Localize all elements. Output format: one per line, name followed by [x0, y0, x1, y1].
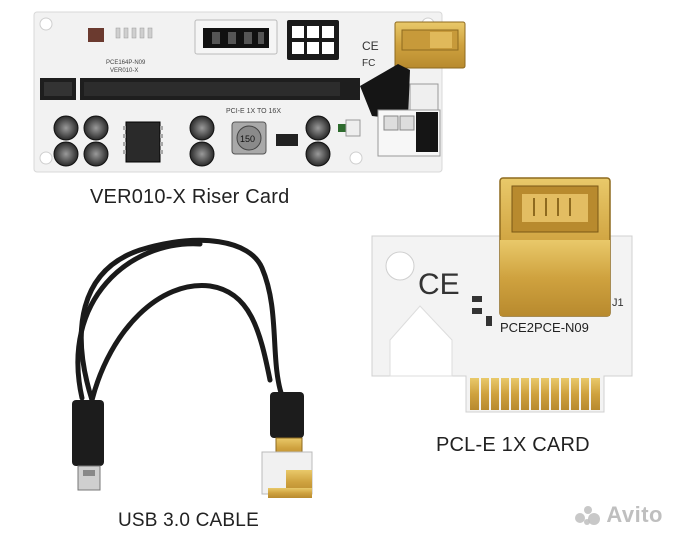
riser-board: PCE164P-N09 VER010-X CE FC [33, 11, 466, 173]
regulator-chip [276, 134, 298, 146]
smd-components [472, 296, 492, 326]
inductor: 150 [231, 121, 267, 155]
avito-watermark: Avito [574, 502, 663, 528]
switch [345, 119, 361, 137]
led-array [115, 27, 153, 39]
molex-power-connector [194, 19, 278, 55]
usb-plug-adapter-end [261, 392, 313, 498]
riser-version-label: VER010-X [110, 68, 138, 74]
fan-header [377, 109, 441, 157]
riser-slot-label: PCI-E 1X TO 16X [226, 108, 281, 115]
adapter-model-label: PCE2PCE-N09 [500, 320, 589, 335]
pcie-16x-slot [40, 78, 360, 100]
gold-fingers [470, 378, 600, 410]
usb-cable-caption: USB 3.0 CABLE [118, 510, 259, 531]
riser-usb-port [394, 21, 466, 69]
usb-a-plug [72, 400, 104, 491]
riser-fc-mark: FC [362, 58, 375, 69]
inductor-value: 150 [240, 134, 255, 144]
riser-card-caption: VER010-X Riser Card [90, 186, 290, 208]
riser-model-label: PCE164P-N09 [106, 60, 146, 66]
pcie-1x-adapter-card: CE J1 PCE2PCE-N09 [371, 177, 633, 413]
watermark-brand: Avito [606, 502, 663, 527]
avito-logo-icon [575, 506, 601, 525]
adapter-ce-mark: CE [418, 268, 460, 301]
riser-ce-mark: CE [362, 39, 379, 53]
pcie-card-caption: PCL-E 1X CARD [436, 434, 590, 456]
led [338, 124, 348, 132]
usb-cable [75, 237, 285, 403]
adapter-connector-label: J1 [612, 297, 624, 309]
capacitors [53, 115, 331, 167]
ic-chip [123, 121, 163, 163]
six-pin-power-connector [287, 20, 339, 60]
chip [88, 28, 104, 42]
adapter-usb-port [499, 177, 611, 317]
